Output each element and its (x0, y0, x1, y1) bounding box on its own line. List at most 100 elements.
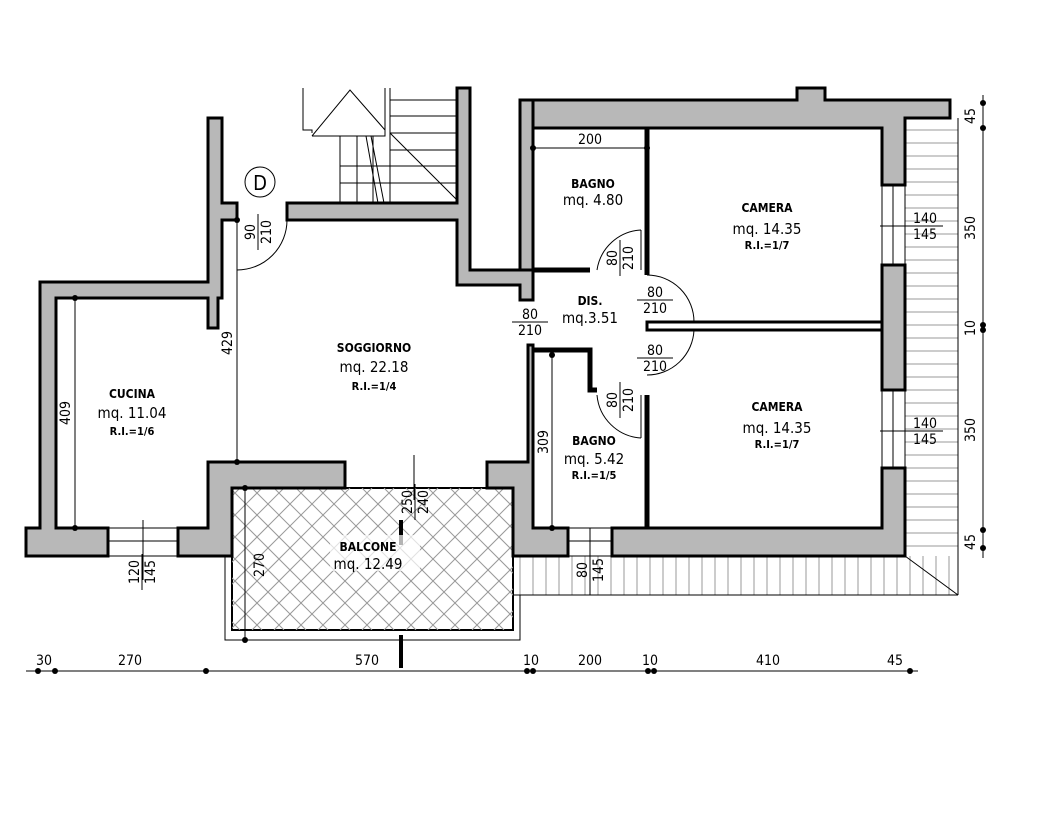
dim-tick (52, 668, 58, 674)
opening-width: 80 (605, 392, 621, 408)
wall-soggiorno-top (285, 86, 535, 302)
room-bagno-1: BAGNO mq. 4.80 (563, 177, 623, 209)
room-name: BAGNO (572, 434, 616, 448)
right-dim-label: 45 (963, 534, 979, 550)
room-name: BAGNO (571, 177, 615, 191)
opening-height: 145 (913, 432, 937, 448)
wall-cucina (24, 116, 239, 558)
room-soggiorno: SOGGIORNO mq. 22.18 R.I.=1/4 (337, 341, 411, 393)
room-bagno-2: BAGNO mq. 5.42 R.I.=1/5 (564, 434, 624, 482)
dim-tick (980, 100, 986, 106)
opening-height: 210 (643, 359, 667, 375)
opening-width: 80 (647, 343, 663, 359)
room-ri: R.I.=1/4 (352, 380, 397, 393)
wall-balcone-right (485, 343, 570, 558)
dim-cucina: 409 (58, 401, 74, 425)
dim-balcone: 270 (252, 553, 268, 577)
room-ri: R.I.=1/5 (572, 469, 617, 482)
right-dim-label: 45 (963, 108, 979, 124)
room-name: DIS. (578, 294, 603, 308)
opening-height: 145 (591, 558, 607, 582)
opening-height: 210 (259, 220, 275, 244)
opening-height: 210 (621, 388, 637, 412)
dim-tick (907, 668, 913, 674)
dim-tick (35, 668, 41, 674)
room-area: mq. 14.35 (733, 220, 802, 238)
partitions (533, 128, 884, 528)
dim-tick (980, 125, 986, 131)
opening-width: 250 (400, 490, 416, 514)
bottom-dim-label: 570 (355, 653, 379, 669)
bottom-dim-label: 410 (756, 653, 780, 669)
bottom-dim-label: 30 (36, 653, 52, 669)
room-balcone: BALCONE mq. 12.49 (330, 535, 420, 573)
room-area: mq. 22.18 (340, 358, 409, 376)
bottom-dim-label: 200 (578, 653, 602, 669)
wall-right-mid (880, 263, 907, 392)
door-marker-label: D (253, 171, 267, 195)
opening-height: 210 (643, 301, 667, 317)
terrace-bottom (519, 556, 950, 595)
opening-width: 120 (127, 560, 143, 584)
room-area: mq. 4.80 (563, 191, 623, 209)
room-area: mq. 11.04 (98, 404, 167, 422)
dim-tick (645, 668, 651, 674)
opening-height: 145 (913, 227, 937, 243)
opening-height: 145 (143, 560, 159, 584)
bottom-dim-label: 10 (642, 653, 658, 669)
opening-height: 240 (416, 490, 432, 514)
room-cucina: CUCINA mq. 11.04 R.I.=1/6 (98, 387, 167, 438)
interior-dim-lines (74, 147, 647, 640)
opening-width: 140 (913, 211, 937, 227)
opening-width: 80 (522, 307, 538, 323)
dim-tick (980, 322, 986, 328)
room-name: CAMERA (751, 400, 803, 414)
room-area: mq. 12.49 (334, 555, 403, 573)
right-dim-label: 350 (963, 418, 979, 442)
interior-dim-dots (72, 145, 650, 643)
room-ri: R.I.=1/7 (745, 239, 790, 252)
terrace-outline (513, 118, 959, 596)
dim-tick (524, 668, 530, 674)
wall-bagno-left (518, 98, 535, 272)
dim-bagno-1: 200 (578, 132, 602, 148)
opening-height: 210 (621, 246, 637, 270)
dim-tick (980, 545, 986, 551)
room-camera-1: CAMERA mq. 14.35 R.I.=1/7 (733, 201, 802, 252)
room-name: BALCONE (340, 540, 397, 554)
bottom-dim-label: 270 (118, 653, 142, 669)
room-ri: R.I.=1/6 (110, 425, 155, 438)
room-area: mq. 14.35 (743, 419, 812, 437)
dim-soggiorno: 429 (220, 331, 236, 355)
terrace-right (905, 129, 958, 547)
room-ri: R.I.=1/7 (755, 438, 800, 451)
dim-tick (530, 668, 536, 674)
room-area: mq. 5.42 (564, 450, 624, 468)
right-dim-label: 10 (963, 320, 979, 336)
opening-width: 90 (243, 224, 259, 240)
dim-tick (980, 327, 986, 333)
wall-balcone-left (176, 460, 347, 558)
door-marker-circle (244, 166, 276, 198)
staircase (302, 88, 458, 204)
opening-height: 210 (518, 323, 542, 339)
dim-tick (651, 668, 657, 674)
room-name: SOGGIORNO (337, 341, 411, 355)
room-camera-2: CAMERA mq. 14.35 R.I.=1/7 (743, 400, 812, 451)
windows (108, 185, 925, 595)
